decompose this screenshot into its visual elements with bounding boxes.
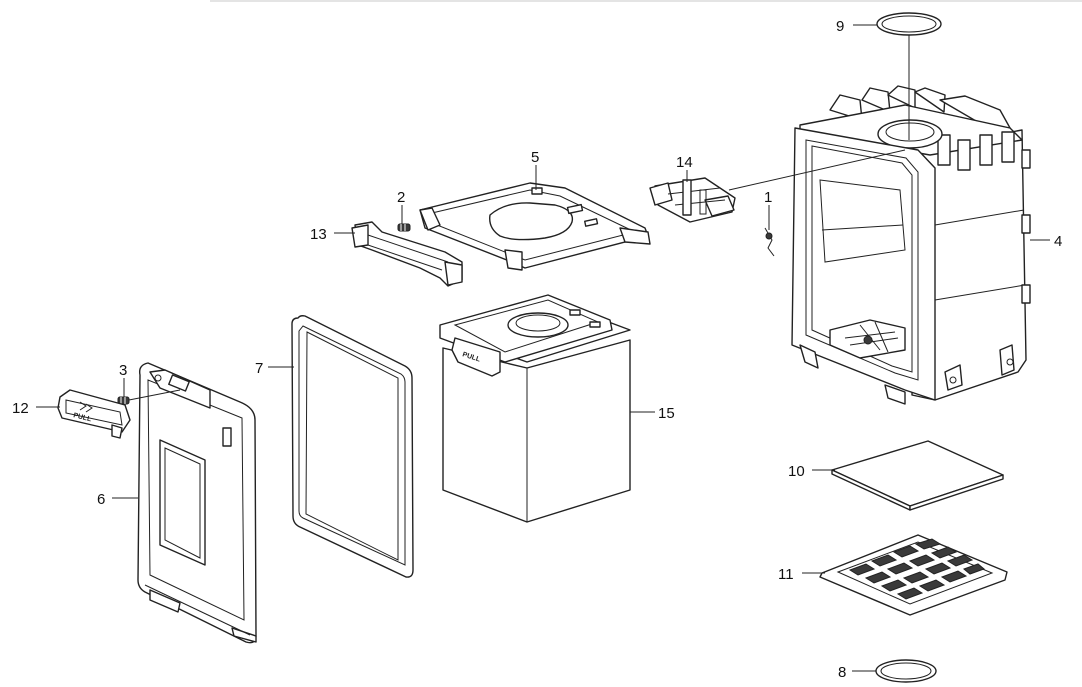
callout-15: 15 (658, 405, 675, 422)
housing-interior-mechanism (829, 319, 906, 359)
callout-12: 12 (12, 400, 29, 417)
part-11-filter-grid (819, 534, 1008, 616)
callout-2: 2 (397, 189, 405, 206)
callout-7: 7 (255, 360, 263, 377)
leader-lines (36, 24, 1050, 672)
callout-13: 13 (310, 226, 327, 243)
part-5-plate (419, 182, 651, 271)
part-8-ring (875, 659, 937, 683)
callout-9: 9 (836, 18, 844, 35)
part-10-filter-pad (831, 440, 1004, 511)
part-12-handle: PULL (57, 389, 131, 439)
callout-8: 8 (838, 664, 846, 681)
callout-3: 3 (119, 362, 127, 379)
part-4-housing (791, 85, 1031, 405)
callout-5: 5 (531, 149, 539, 166)
part-2-spring (397, 223, 411, 232)
callout-10: 10 (788, 463, 805, 480)
callout-14: 14 (676, 154, 693, 171)
part-15-box: PULL (439, 294, 631, 523)
part-6-door (137, 362, 257, 644)
callout-1: 1 (764, 189, 772, 206)
part-14-latch (649, 177, 736, 223)
part-7-gasket (291, 315, 414, 578)
part-9-ring (876, 12, 942, 36)
part-1-clip (764, 227, 775, 257)
callout-11: 11 (778, 566, 794, 583)
part-13-bracket (351, 221, 463, 287)
callout-6: 6 (97, 491, 105, 508)
callout-4: 4 (1054, 233, 1062, 250)
handle-pull-label: PULL (73, 412, 93, 423)
callout-labels: 9 1 4 5 14 2 13 7 3 12 6 15 10 11 8 (12, 18, 1062, 681)
